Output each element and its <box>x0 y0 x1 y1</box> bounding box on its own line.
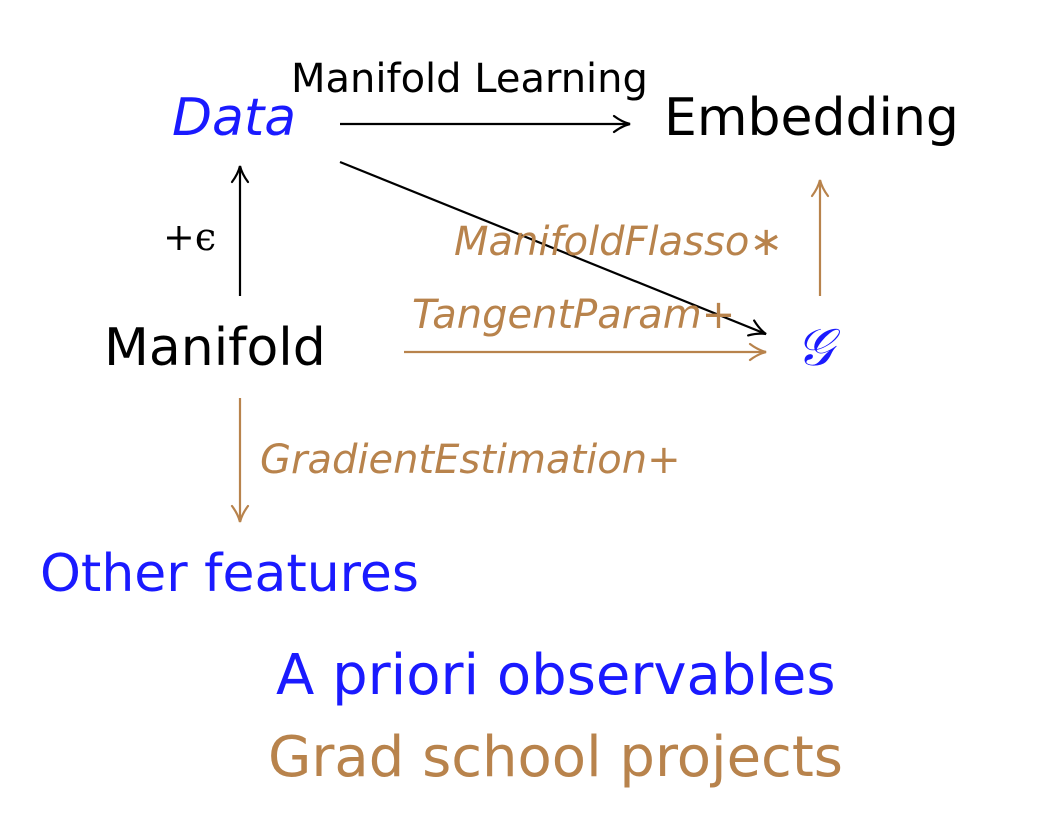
edge-label-plus-epsilon: +ϵ <box>163 215 217 259</box>
node-data: Data <box>172 88 297 148</box>
edge-label-manifold-flasso: ManifoldFlasso∗ <box>454 219 783 265</box>
arrow-data-to-g <box>339 160 767 337</box>
edge-label-manifold-learning: Manifold Learning <box>291 56 648 102</box>
legend-a-priori-observables: A priori observables <box>276 643 836 708</box>
node-manifold: Manifold <box>104 318 326 378</box>
node-embedding: Embedding <box>664 88 959 148</box>
legend-grad-school-projects: Grad school projects <box>268 725 843 790</box>
node-g: 𝒢 <box>796 318 834 378</box>
node-other-features: Other features <box>40 544 420 604</box>
edge-label-tangent-param: TangentParam+ <box>412 292 736 338</box>
edge-label-gradient-estimation: GradientEstimation+ <box>260 437 681 483</box>
